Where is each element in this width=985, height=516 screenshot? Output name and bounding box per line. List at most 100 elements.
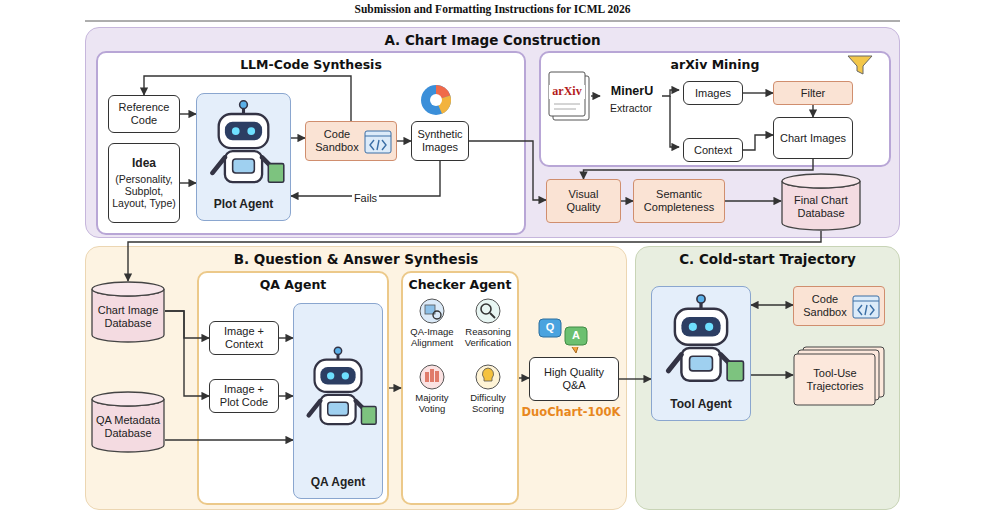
robot-icon	[294, 308, 382, 470]
process-box: Idea(Personality, Subplot, Layout, Type)	[108, 143, 180, 223]
stage-panel: C. Cold-start TrajectoryTool AgentCode S…	[635, 246, 900, 510]
process-box: Visual Quality	[546, 179, 621, 223]
flow-arrow	[743, 92, 773, 93]
flow-arrow	[619, 378, 651, 379]
flow-arrow	[584, 159, 814, 179]
flow-arrow	[180, 182, 196, 183]
flow-arrow	[180, 113, 196, 114]
node-text: Synthetic Images	[415, 128, 465, 153]
label-slot: A	[565, 329, 587, 342]
agent-box: Plot Agent	[196, 93, 291, 221]
label-slot: Extractor	[600, 102, 662, 114]
text-label: DuoChart-100K	[516, 406, 626, 419]
flow-arrow	[279, 395, 293, 396]
label-slot: Q	[539, 321, 561, 334]
flow-arrow	[389, 387, 401, 388]
node-text: Reference Code	[112, 101, 176, 126]
group-box: QA AgentImage + ContextImage + Plot Code…	[197, 271, 389, 505]
node-text: Final Chart Database	[784, 194, 858, 219]
flow-arrow	[165, 311, 209, 338]
node-text: Image + Context	[213, 325, 275, 350]
flow-arrow	[812, 105, 813, 117]
process-box: Images	[683, 81, 743, 105]
flow-arrow	[291, 137, 305, 138]
node-text: High Quality Q&A	[533, 366, 615, 391]
process-box: Synthetic Images	[411, 121, 469, 161]
node-text: Tool-Use Trajectories	[797, 367, 873, 392]
sandbox-box: Code Sandbox	[305, 121, 397, 161]
label-slot: Submission and Formatting Instructions f…	[0, 3, 985, 16]
text-label: Extractor	[600, 102, 662, 114]
flow-arrow	[743, 135, 773, 150]
database-cylinder: QA Metadata Database	[91, 391, 165, 453]
node-text: Plot Agent	[214, 198, 274, 212]
label-slot: Reasoning Verification	[460, 327, 516, 349]
process-box: Chart Images	[773, 117, 853, 159]
process-box: Image + Context	[209, 321, 279, 355]
process-box: Reference Code	[108, 95, 180, 133]
group-box: LLM-Code SynthesisReference CodeIdea(Per…	[96, 51, 526, 235]
database-cylinder: Chart Image Database	[91, 281, 165, 343]
text-label: MinerU	[602, 84, 662, 98]
flow-arrow	[751, 374, 793, 375]
text-label: Difficulty Scoring	[460, 393, 516, 415]
robot-icon	[652, 291, 750, 392]
process-box: High Quality Q&A	[529, 357, 619, 401]
text-label: Q	[539, 321, 561, 334]
group-title: QA Agent	[260, 278, 327, 292]
node-text: Code Sandbox	[310, 128, 364, 153]
flow-arrow	[165, 311, 209, 396]
agent-box: QA Agent	[293, 303, 383, 499]
flow-arrow	[519, 377, 529, 378]
node-text: Idea	[132, 157, 156, 171]
text-label: A	[565, 329, 587, 342]
document-stack: Tool-Use Trajectories	[793, 346, 885, 406]
node-text: Filter	[801, 87, 825, 100]
flow-arrow	[279, 337, 293, 338]
stage-title: A. Chart Image Construction	[384, 33, 600, 49]
process-box: Image + Plot Code	[209, 379, 279, 413]
node-text: Context	[694, 144, 732, 157]
node-text: QA Metadata Database	[94, 414, 162, 439]
text-label: arXiv	[549, 85, 585, 99]
label-slot: MinerU	[602, 84, 662, 98]
text-label: Reasoning Verification	[460, 327, 516, 349]
stage-title: B. Question & Answer Synthesis	[234, 252, 479, 268]
stage-panel: A. Chart Image ConstructionLLM-Code Synt…	[85, 27, 900, 238]
flow-arrow	[397, 140, 411, 141]
node-text: Semantic Completeness	[637, 188, 721, 213]
group-box: arXiv MiningImages FilterContext Chart Ima…	[539, 51, 891, 167]
flow-arrow	[469, 141, 546, 200]
flow-arrow	[621, 200, 633, 201]
group-title: LLM-Code Synthesis	[240, 58, 382, 72]
flow-arrow	[165, 439, 293, 440]
node-text: Chart Images	[780, 132, 846, 145]
node-text: QA Agent	[311, 476, 365, 490]
code-window-icon	[364, 130, 392, 154]
label-slot: Difficulty Scoring	[460, 393, 516, 415]
flow-arrow	[725, 200, 781, 201]
process-box: Context	[683, 138, 743, 162]
group-title: Checker Agent	[409, 278, 512, 292]
label-slot: QA-Image Alignment	[404, 327, 460, 349]
node-text: Code Sandbox	[798, 293, 852, 318]
node-text: Images	[695, 87, 731, 100]
edge-label-slot: Fails	[346, 188, 386, 206]
database-cylinder: Final Chart Database	[781, 173, 861, 231]
label-slot: DuoChart-100K	[516, 406, 626, 419]
flow-arrow	[128, 231, 821, 281]
label-slot: arXiv	[549, 85, 585, 99]
flow-arrow	[144, 76, 351, 121]
text-label: Majority Voting	[404, 393, 460, 415]
sandbox-box: Code Sandbox	[793, 286, 885, 326]
code-window-icon	[852, 295, 880, 319]
flow-arrow	[751, 304, 793, 305]
node-text: Visual Quality	[550, 188, 617, 213]
stage-panel: B. Question & Answer SynthesisChart Imag…	[85, 246, 627, 510]
group-title: arXiv Mining	[671, 58, 760, 72]
robot-icon	[197, 98, 290, 192]
flow-arrow	[291, 161, 440, 196]
node-text: Image + Plot Code	[213, 383, 275, 408]
edge-label: Fails	[352, 192, 379, 205]
